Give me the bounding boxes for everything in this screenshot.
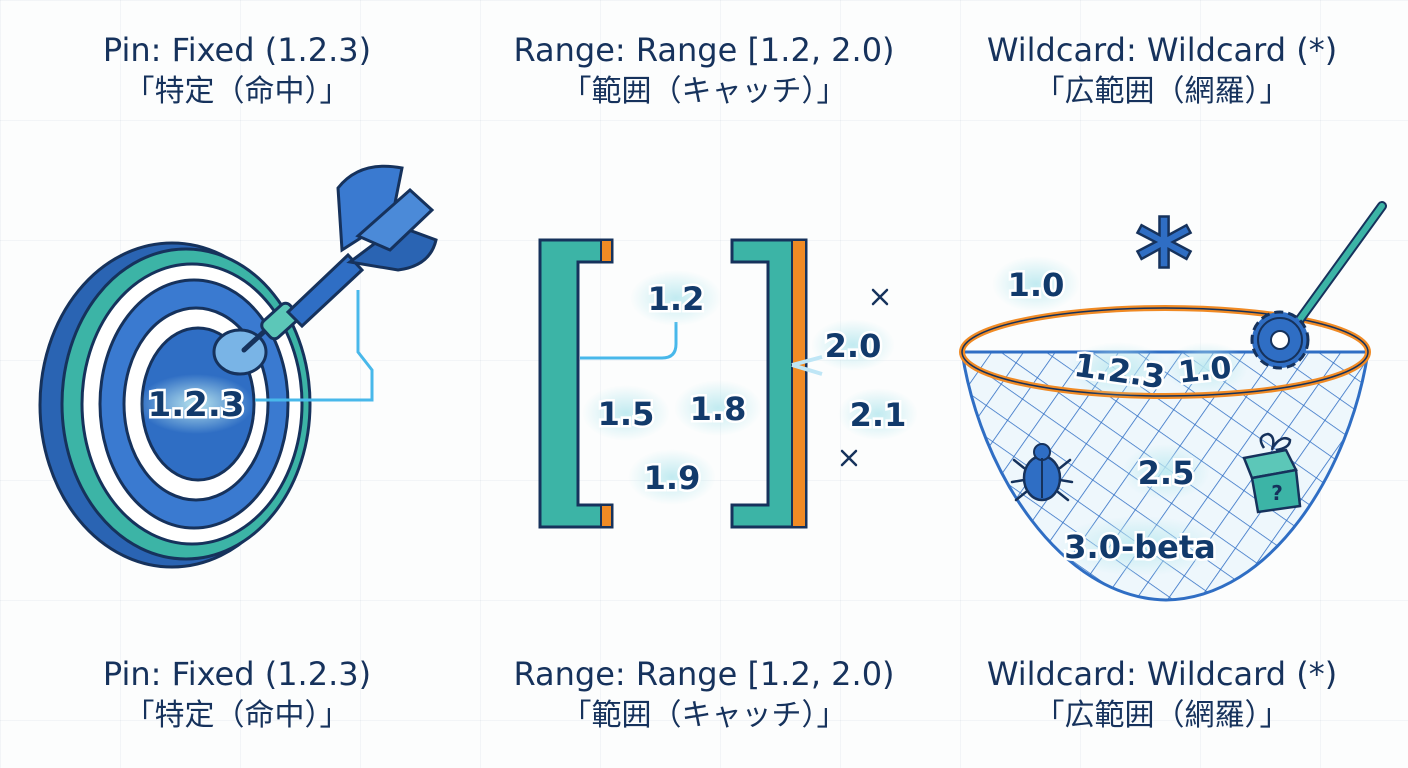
range-version-label: 1.2 <box>648 280 705 318</box>
pin-caption-bottom: Pin: Fixed (1.2.3) 「特定（命中）」 <box>17 654 457 735</box>
wildcard-version-label: 2.5 <box>1138 454 1195 492</box>
range-title-top: Range: Range [1.2, 2.0) <box>513 31 895 69</box>
wildcard-subtitle-bottom: 「広範囲（網羅）」 <box>1034 697 1290 733</box>
pin-subtitle-bottom: 「特定（命中）」 <box>124 697 350 733</box>
wildcard-title-top: Wildcard: Wildcard (*) <box>986 31 1338 69</box>
range-caption-bottom: Range: Range [1.2, 2.0) 「範囲（キャッチ）」 <box>484 654 924 735</box>
gift-mark: ? <box>1271 481 1283 505</box>
wildcard-subtitle-top: 「広範囲（網羅）」 <box>1034 73 1290 109</box>
net-handle <box>1293 201 1387 327</box>
dart-icon <box>241 164 438 353</box>
pin-version-glow <box>138 374 254 434</box>
wildcard-versions: 1.0 1.2.3 1.0 2.5 3.0-beta <box>992 256 1248 576</box>
range-boundary-label: 2.0 <box>825 327 882 365</box>
range-inside-versions: 1.2 1.5 1.8 1.9 <box>582 270 762 505</box>
range-outside-label: 2.1 <box>850 396 907 434</box>
range-version-label: 1.5 <box>598 395 655 433</box>
pin-subtitle-top: 「特定（命中）」 <box>124 73 350 109</box>
left-bracket-icon <box>538 238 614 529</box>
wildcard-version-label: 3.0-beta <box>1064 528 1215 566</box>
bug-icon <box>1010 443 1074 502</box>
gear-icon <box>1250 310 1310 370</box>
wildcard-caption-top: Wildcard: Wildcard (*) 「広範囲（網羅）」 <box>942 30 1382 111</box>
wildcard-version-label: 1.0 <box>1008 266 1065 304</box>
outside-glow <box>838 388 918 440</box>
range-title-bottom: Range: Range [1.2, 2.0) <box>513 655 895 693</box>
pin-pointer-line <box>255 290 374 402</box>
pin-title-bottom: Pin: Fixed (1.2.3) <box>102 655 372 693</box>
range-caption-top: Range: Range [1.2, 2.0) 「範囲（キャッチ）」 <box>484 30 924 111</box>
range-version-label: 1.9 <box>644 459 701 497</box>
range-version-label: 1.8 <box>690 390 747 428</box>
range-subtitle-bottom: 「範囲（キャッチ）」 <box>561 697 847 733</box>
range-pointer-line <box>580 322 678 360</box>
right-bracket-icon <box>730 238 808 529</box>
pin-version-label: 1.2.3 <box>148 385 245 425</box>
cross-icon <box>840 288 889 467</box>
pin-caption-top: Pin: Fixed (1.2.3) 「特定（命中）」 <box>17 30 457 111</box>
gift-icon: ? <box>1242 432 1302 514</box>
wildcard-title-bottom: Wildcard: Wildcard (*) <box>986 655 1338 693</box>
boundary-glow <box>811 319 895 371</box>
range-subtitle-top: 「範囲（キャッチ）」 <box>561 73 847 109</box>
wildcard-version-label: 1.0 <box>1177 350 1234 390</box>
wildcard-caption-bottom: Wildcard: Wildcard (*) 「広範囲（網羅）」 <box>942 654 1382 735</box>
pin-title-top: Pin: Fixed (1.2.3) <box>102 31 372 69</box>
asterisk-icon: * <box>1135 196 1193 324</box>
